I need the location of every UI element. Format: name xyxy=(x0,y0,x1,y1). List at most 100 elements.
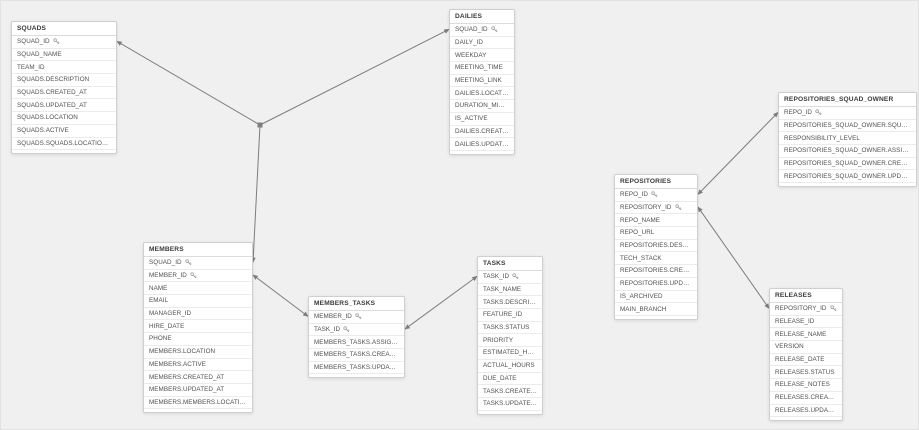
field-row[interactable]: RELEASES.STATUS xyxy=(770,366,842,380)
field-row[interactable]: REPOSITORIES.DESCRIPTION xyxy=(615,240,697,253)
table-tasks[interactable]: TASKSTASK_IDTASK_NAMETASKS.DESCRIPTIONFE… xyxy=(477,256,543,415)
field-row[interactable]: RELEASE_NOTES xyxy=(770,379,842,392)
field-row[interactable]: REPOSITORIES_SQUAD_OWNER.CREATED_AT xyxy=(779,158,916,171)
field-row[interactable]: REPO_ID xyxy=(779,107,916,120)
field-row[interactable]: WEEKDAY xyxy=(450,49,514,63)
field-row[interactable]: TASK_ID xyxy=(309,324,404,337)
field-row[interactable]: TASKS.DESCRIPTION xyxy=(478,296,542,310)
field-name: MEETING_TIME xyxy=(455,64,503,72)
field-row[interactable]: IS_ACTIVE xyxy=(450,113,514,126)
field-row[interactable]: SQUADS.ACTIVE xyxy=(12,125,116,138)
field-row[interactable]: TASKS.STATUS xyxy=(478,322,542,335)
key-icon xyxy=(184,259,192,266)
table-title: MEMBERS xyxy=(149,246,184,253)
field-row[interactable]: MEMBERS_TASKS.CREATED_AT xyxy=(309,349,404,362)
field-row[interactable]: MEMBERS_TASKS.ASSIGNED_DATE xyxy=(309,336,404,350)
field-row[interactable]: MEETING_LINK xyxy=(450,75,514,88)
field-row[interactable]: RELEASE_DATE xyxy=(770,354,842,367)
field-row[interactable]: RELEASES.CREATED_AT xyxy=(770,392,842,405)
field-row[interactable]: ESTIMATED_HOURS xyxy=(478,347,542,360)
field-row[interactable]: TASKS.UPDATED_AT xyxy=(478,398,542,411)
field-row[interactable]: MEMBERS.LOCATION xyxy=(144,346,252,359)
field-row[interactable]: TECH_STACK xyxy=(615,252,697,266)
table-header[interactable]: SQUADS xyxy=(12,22,116,36)
field-row[interactable]: RESPONSIBILITY_LEVEL xyxy=(779,132,916,146)
table-header[interactable]: DAILIES xyxy=(450,10,514,24)
table-header[interactable]: REPOSITORIES_SQUAD_OWNER xyxy=(779,93,916,107)
table-header[interactable]: MEMBERS xyxy=(144,243,252,257)
field-row[interactable]: DURATION_MINUTES xyxy=(450,100,514,113)
field-row[interactable]: REPOSITORIES.CREATED_AT xyxy=(615,265,697,278)
field-row[interactable]: SQUAD_ID xyxy=(12,36,116,49)
field-row[interactable]: MEETING_TIME xyxy=(450,62,514,75)
field-row[interactable]: DAILIES.CREATED_AT xyxy=(450,126,514,139)
field-row[interactable]: SQUADS.UPDATED_AT xyxy=(12,99,116,113)
field-row[interactable]: DAILIES.UPDATED_AT xyxy=(450,138,514,151)
field-row[interactable]: SQUADS.LOCATION xyxy=(12,112,116,125)
field-row[interactable]: RELEASE_ID xyxy=(770,316,842,329)
table-title: REPOSITORIES xyxy=(620,178,672,185)
field-row[interactable]: RELEASE_NAME xyxy=(770,328,842,342)
field-row[interactable]: SQUAD_ID xyxy=(144,257,252,270)
field-row[interactable]: MEMBERS.MEMBERS.LOCATION_GeoInfo xyxy=(144,397,252,410)
field-row[interactable]: REPOSITORIES_SQUAD_OWNER.ASSIGNED_DATE xyxy=(779,145,916,158)
table-header[interactable]: TASKS xyxy=(478,257,542,271)
field-row[interactable]: FEATURE_ID xyxy=(478,309,542,322)
field-row[interactable]: REPOSITORIES_SQUAD_OWNER.SQUAD_ID xyxy=(779,120,916,133)
field-row[interactable]: SQUAD_NAME xyxy=(12,49,116,62)
field-name: REPOSITORY_ID xyxy=(620,204,672,212)
field-row[interactable]: ACTUAL_HOURS xyxy=(478,360,542,373)
field-row[interactable]: PHONE xyxy=(144,333,252,346)
field-row[interactable]: MAIN_BRANCH xyxy=(615,303,697,316)
table-header[interactable]: REPOSITORIES xyxy=(615,175,697,189)
field-row[interactable]: IS_ARCHIVED xyxy=(615,291,697,304)
table-repositories[interactable]: REPOSITORIES REPO_ID REPOSITORY_ID REPO_NAM… xyxy=(614,174,698,320)
field-row[interactable]: MEMBERS.ACTIVE xyxy=(144,359,252,372)
table-header[interactable]: MEMBERS_TASKS xyxy=(309,297,404,311)
field-row[interactable]: SQUAD_ID xyxy=(450,24,514,37)
field-row[interactable]: DUE_DATE xyxy=(478,373,542,386)
field-row[interactable]: REPOSITORY_ID xyxy=(615,202,697,215)
field-row[interactable]: RELEASES.UPDATED_AT xyxy=(770,405,842,418)
field-row[interactable]: MEMBER_ID xyxy=(144,270,252,283)
field-row[interactable]: DAILIES.LOCATION xyxy=(450,87,514,101)
field-row[interactable]: REPO_ID xyxy=(615,189,697,202)
field-row[interactable]: MANAGER_ID xyxy=(144,308,252,321)
field-row[interactable]: REPOSITORIES_SQUAD_OWNER.UPDATED_AT xyxy=(779,170,916,184)
field-row[interactable]: REPOSITORIES.UPDATED_AT xyxy=(615,278,697,291)
field-row[interactable]: EMAIL xyxy=(144,295,252,308)
table-title: RELEASES xyxy=(775,292,812,299)
field-row[interactable]: MEMBER_ID xyxy=(309,311,404,324)
field-row[interactable]: NAME xyxy=(144,282,252,296)
table-header[interactable]: RELEASES xyxy=(770,289,842,303)
field-name: ACTUAL_HOURS xyxy=(483,362,535,370)
field-name: SQUADS.DESCRIPTION xyxy=(17,76,90,84)
field-row[interactable]: TASK_ID xyxy=(478,271,542,284)
field-row[interactable]: DAILY_ID xyxy=(450,37,514,50)
field-row[interactable]: MEMBERS.UPDATED_AT xyxy=(144,384,252,397)
field-row[interactable]: TASK_NAME xyxy=(478,284,542,297)
field-row[interactable]: MEMBERS_TASKS.UPDATED_AT xyxy=(309,362,404,375)
field-name: REPO_NAME xyxy=(620,216,660,224)
field-name: SQUAD_ID xyxy=(149,259,182,267)
field-row[interactable]: SQUADS.SQUADS.LOCATION_GeoInfo xyxy=(12,138,116,151)
field-row[interactable]: SQUADS.CREATED_AT xyxy=(12,87,116,100)
field-row[interactable]: REPO_URL xyxy=(615,227,697,240)
field-row[interactable]: REPOSITORY_ID xyxy=(770,303,842,316)
field-row[interactable]: SQUADS.DESCRIPTION xyxy=(12,74,116,87)
field-row[interactable]: TASKS.CREATED_AT xyxy=(478,385,542,398)
field-name: MEMBERS_TASKS.ASSIGNED_DATE xyxy=(314,338,399,346)
field-row[interactable]: PRIORITY xyxy=(478,334,542,348)
field-row[interactable]: VERSION xyxy=(770,341,842,354)
field-row[interactable]: MEMBERS.CREATED_AT xyxy=(144,371,252,384)
field-row[interactable]: REPO_NAME xyxy=(615,214,697,228)
field-row[interactable]: HIRE_DATE xyxy=(144,320,252,334)
field-row[interactable]: TEAM_ID xyxy=(12,61,116,75)
